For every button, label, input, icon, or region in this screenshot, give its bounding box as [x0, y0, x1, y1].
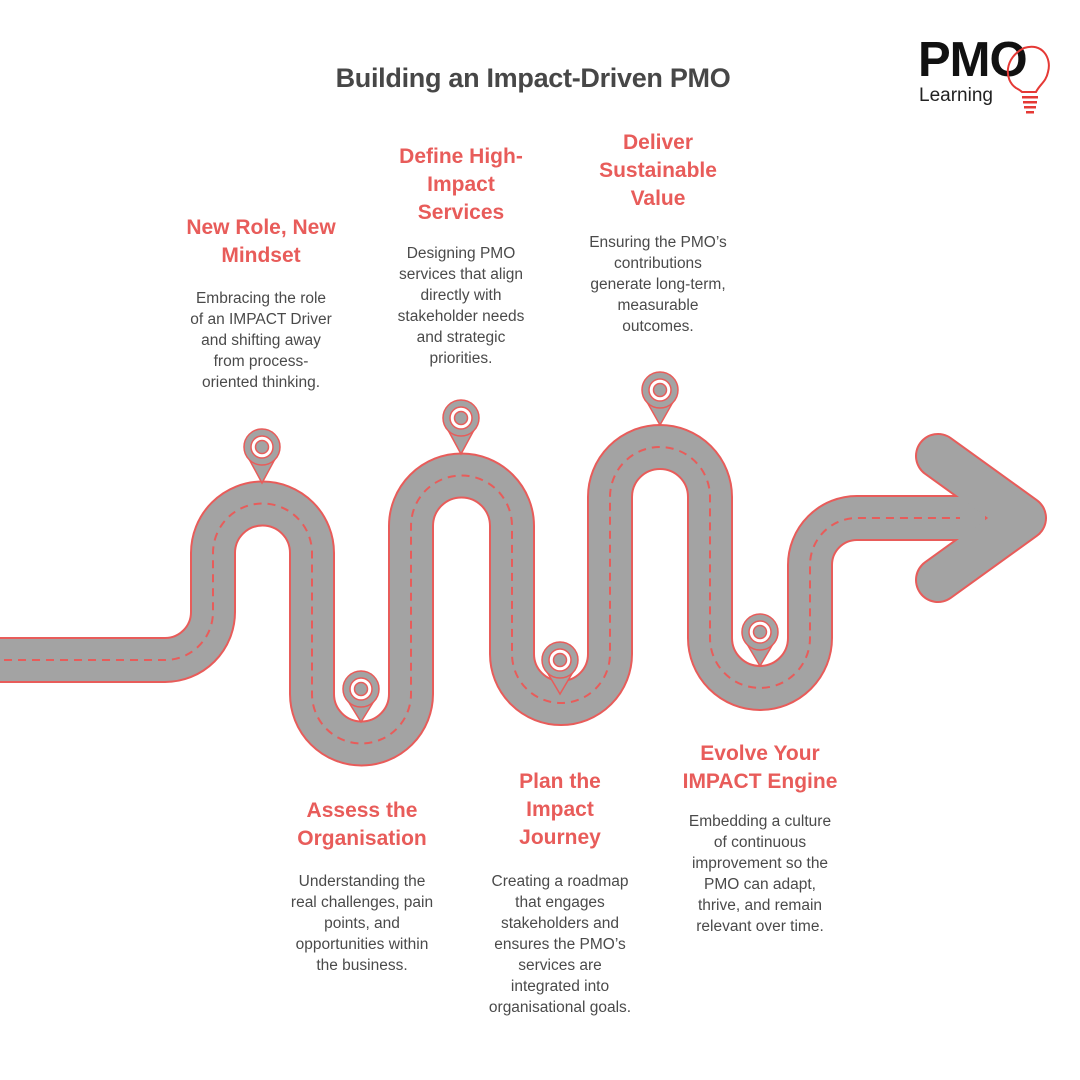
location-pin-icon [541, 641, 579, 696]
step-deliver-value: Deliver Sustainable Value Ensuring the P… [548, 129, 768, 335]
road-center-line [0, 446, 960, 745]
location-pin-icon [243, 428, 281, 485]
step-heading: Deliver Sustainable Value [599, 131, 717, 210]
step-define-services: Define High- Impact Services Designing P… [351, 143, 571, 367]
step-description: Ensuring the PMO’s contributions generat… [589, 234, 727, 335]
location-pin-icon [641, 371, 679, 427]
step-description: Embedding a culture of continuous improv… [688, 813, 832, 935]
step-evolve-engine: Evolve Your IMPACT Engine Embedding a cu… [650, 740, 870, 935]
step-new-role: New Role, New Mindset Embracing the role… [151, 214, 371, 391]
step-description: Designing PMO services that align direct… [397, 245, 525, 367]
step-heading: Evolve Your IMPACT Engine [682, 742, 838, 793]
pmo-learning-logo: PMO Learning [918, 36, 1058, 116]
location-pin-icon [342, 670, 380, 724]
arrow-head [917, 435, 1045, 601]
location-pin-icon [741, 613, 779, 668]
step-heading: Define High- Impact Services [399, 145, 523, 224]
lightbulb-icon [1006, 45, 1050, 114]
road-surface [0, 426, 985, 765]
step-description: Understanding the real challenges, pain … [290, 873, 434, 974]
step-description: Embracing the role of an IMPACT Driver a… [190, 290, 332, 391]
logo-subtext: Learning [919, 85, 993, 106]
step-plan-journey: Plan the Impact Journey Creating a roadm… [450, 768, 670, 1016]
step-assess-organisation: Assess the Organisation Understanding th… [252, 797, 472, 974]
step-heading: Assess the Organisation [297, 799, 427, 850]
logo-text: PMO [918, 33, 1028, 87]
step-heading: Plan the Impact Journey [519, 770, 601, 849]
page-title: Building an Impact-Driven PMO [335, 63, 731, 93]
location-pin-icon [442, 399, 480, 456]
step-description: Creating a roadmap that engages stakehol… [488, 873, 632, 1016]
step-heading: New Role, New Mindset [186, 216, 336, 267]
